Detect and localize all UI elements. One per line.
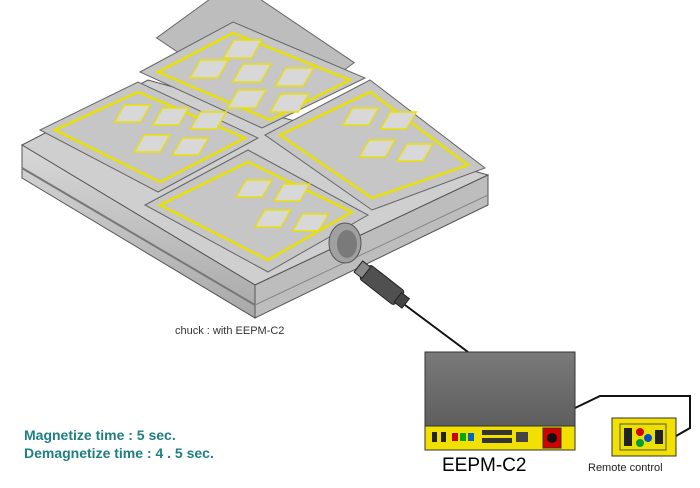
remote-button-green [636, 439, 644, 447]
chuck-groove [21, 167, 256, 306]
pole-plate-front [143, 149, 370, 273]
remote-caption: Remote control [588, 462, 663, 474]
eepm-c2-controller [424, 351, 576, 451]
remote-button-blue [644, 434, 652, 442]
remote-button-left [624, 428, 632, 446]
pole-outline-right [277, 90, 471, 200]
remote-control [611, 417, 677, 457]
remote-button-right [655, 430, 663, 444]
chuck-groove-right [254, 194, 489, 306]
magnetic-chuck [20, 0, 490, 319]
chuck-caption: chuck : with EEPM-C2 [175, 325, 285, 337]
power-switch-knob [547, 433, 557, 443]
pole-outline-front [157, 160, 355, 262]
connector-port-inner [337, 230, 357, 258]
controller-indicators [432, 430, 528, 443]
chuck-cable [404, 304, 469, 353]
remote-button-red [636, 428, 644, 436]
demagnetize-time: Demagnetize time : 4 . 5 sec. [24, 445, 214, 461]
pole-outline-left [52, 90, 248, 184]
magnetize-time: Magnetize time : 5 sec. [24, 427, 176, 443]
pole-cells [113, 39, 435, 232]
remote-cable [574, 395, 691, 437]
controller-caption: EEPM-C2 [442, 455, 527, 476]
timing-info: Magnetize time : 5 sec. Demagnetize time… [24, 426, 214, 462]
chuck-right-face [254, 174, 489, 319]
cable-plug [353, 260, 411, 309]
controller-body [424, 351, 576, 427]
